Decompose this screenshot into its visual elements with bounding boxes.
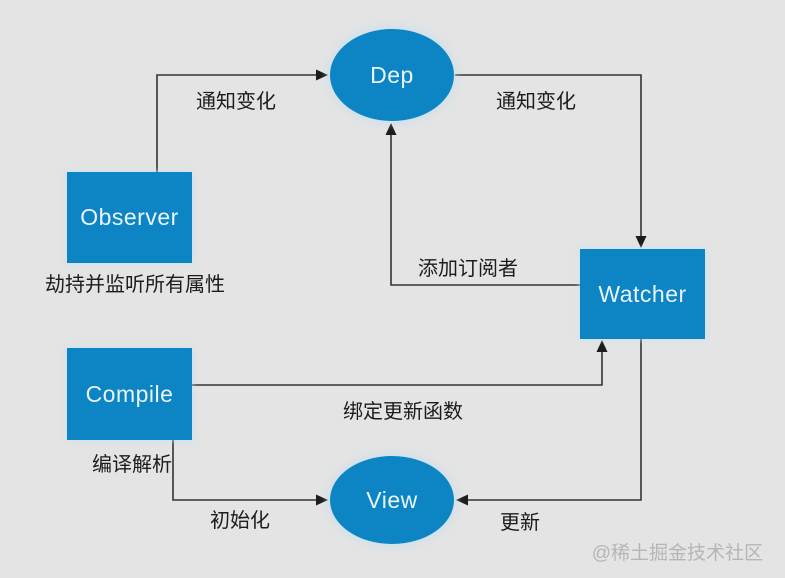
edge-watcher-to-view <box>456 339 642 506</box>
caption-observer: 劫持并监听所有属性 <box>45 274 225 296</box>
edge-observer-to-dep <box>156 69 328 172</box>
node-observer-label: Observer <box>80 204 179 230</box>
edge-label-observer-to-dep: 通知变化 <box>196 91 276 113</box>
node-dep-label: Dep <box>370 61 414 88</box>
node-watcher: Watcher <box>580 249 705 339</box>
node-observer: Observer <box>67 172 192 263</box>
node-view: View <box>330 456 454 544</box>
edge-watcher-to-dep <box>385 123 580 286</box>
edge-compile-to-watcher <box>192 340 608 386</box>
node-compile: Compile <box>67 348 192 440</box>
node-watcher-label: Watcher <box>598 280 687 307</box>
edge-label-compile-to-view: 初始化 <box>210 510 270 532</box>
edge-label-watcher-to-dep: 添加订阅者 <box>418 258 518 280</box>
edge-label-watcher-to-view: 更新 <box>500 512 540 534</box>
node-view-label: View <box>366 486 418 513</box>
caption-compile: 编译解析 <box>92 454 172 476</box>
edge-dep-to-watcher <box>455 74 647 248</box>
watermark: @稀土掘金技术社区 <box>591 543 763 564</box>
node-compile-label: Compile <box>85 380 174 407</box>
node-dep: Dep <box>330 29 454 121</box>
edge-label-dep-to-watcher: 通知变化 <box>496 91 576 113</box>
edge-label-compile-to-watcher: 绑定更新函数 <box>343 401 463 423</box>
edge-compile-to-view <box>172 440 328 506</box>
